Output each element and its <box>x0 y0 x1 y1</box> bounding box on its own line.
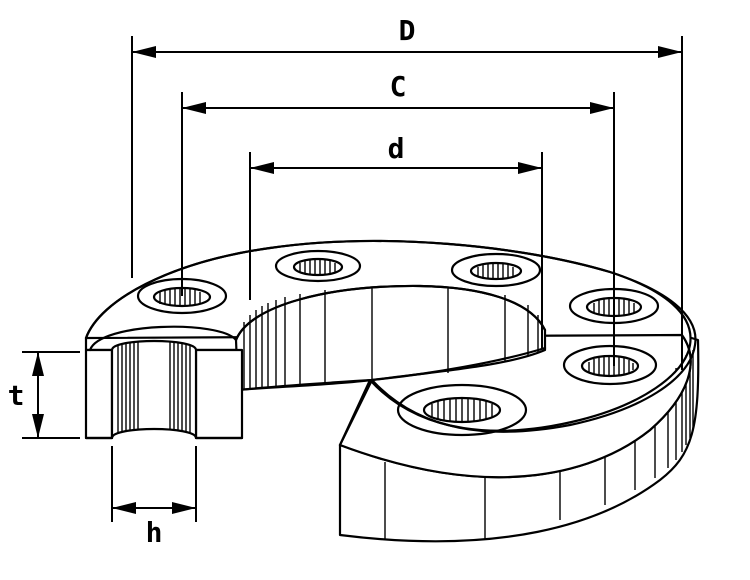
cut-bolt-hole <box>110 339 198 440</box>
bolt-hole-6 <box>396 383 528 437</box>
dimension-D <box>131 36 683 370</box>
inner-bore-hatching <box>243 287 539 389</box>
dimension-C <box>181 92 615 366</box>
dimension-t <box>22 351 80 439</box>
bolt-hole-5 <box>562 344 658 386</box>
dimension-h <box>111 446 197 522</box>
label-t: t <box>8 379 25 412</box>
top-face-outline <box>84 239 697 447</box>
cut-hole-rim <box>88 325 238 352</box>
label-C: C <box>390 70 407 103</box>
bolt-hole-3 <box>450 252 542 288</box>
dimension-d <box>249 152 543 348</box>
inner-bore-top-edge <box>234 284 547 342</box>
bolt-hole-2 <box>274 249 362 283</box>
label-D: D <box>399 14 416 47</box>
label-h: h <box>146 516 163 549</box>
label-d: d <box>388 132 405 165</box>
cut-bolt-hole-hatching <box>117 342 191 434</box>
section-right-block <box>194 348 244 440</box>
section-left-block <box>84 348 114 440</box>
